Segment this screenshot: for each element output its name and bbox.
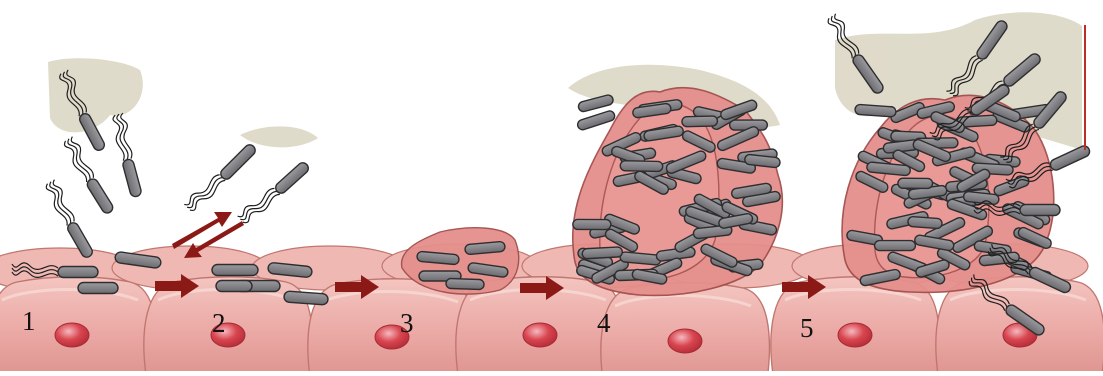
bacterium: [855, 104, 897, 117]
step-label-5: 5: [800, 315, 814, 342]
bacterium: [875, 241, 916, 251]
bacterium: [61, 136, 118, 215]
bacterium-body: [446, 278, 484, 289]
bacterium: [78, 283, 118, 294]
bacterium-body: [273, 161, 310, 196]
bacterium: [237, 158, 311, 226]
bacterium: [620, 161, 663, 172]
flagellum: [50, 179, 79, 222]
bacterium: [284, 291, 329, 305]
bacterium-body: [620, 161, 663, 172]
cell-nucleus: [523, 323, 557, 347]
flagellum: [189, 177, 226, 214]
bacterium-body: [1020, 205, 1060, 216]
step-label-1: 1: [22, 308, 36, 335]
flagellum: [240, 188, 279, 224]
bacterium: [576, 110, 616, 131]
bacterium-body: [284, 291, 329, 305]
bacterium: [183, 140, 257, 214]
microcolony-step-3: [402, 228, 519, 294]
bacterium-body: [58, 267, 98, 278]
bacterium-body: [78, 283, 118, 294]
mucus-cloud-1: [48, 58, 143, 132]
bacterium-body: [875, 241, 916, 251]
bacterium: [908, 216, 943, 228]
bacterium-body: [122, 158, 142, 198]
bacterium-body: [582, 247, 623, 259]
mature-biofilm-step-4: [573, 88, 783, 296]
flagellum: [46, 181, 75, 224]
bacterium: [43, 179, 98, 259]
bacterium: [573, 219, 611, 229]
reversible-arrow-up: [172, 212, 232, 249]
bacterium-body: [219, 143, 258, 182]
bacterium: [212, 265, 258, 276]
epithelial-cell: [601, 283, 770, 371]
cell-nucleus: [55, 323, 89, 347]
bacterium-body: [898, 178, 933, 188]
bacterium: [898, 178, 933, 188]
bacterium-body: [216, 281, 252, 292]
flagellum: [186, 174, 223, 211]
bacterium: [582, 247, 623, 259]
bacterium-body: [855, 104, 897, 117]
bacterium-body: [85, 177, 114, 215]
bacterium: [110, 113, 146, 198]
bacterium: [446, 278, 484, 289]
bacterium-body: [576, 110, 616, 131]
bacterium-body: [573, 219, 611, 229]
bacterium: [682, 116, 718, 127]
step-label-4: 4: [597, 310, 611, 337]
flagellum: [61, 140, 91, 182]
bacterium-body: [682, 116, 718, 127]
bacterium-body: [908, 216, 943, 228]
flagellum: [242, 191, 281, 227]
cell-nucleus: [668, 329, 702, 353]
bacterium-body: [212, 265, 258, 276]
flagellum: [43, 183, 72, 226]
mucus-cloud-2: [240, 126, 318, 147]
flagellum: [64, 138, 94, 180]
bacterium: [216, 281, 252, 292]
step-label-3: 3: [400, 310, 414, 337]
step-label-2: 2: [212, 310, 226, 337]
cell-nucleus: [838, 323, 872, 347]
